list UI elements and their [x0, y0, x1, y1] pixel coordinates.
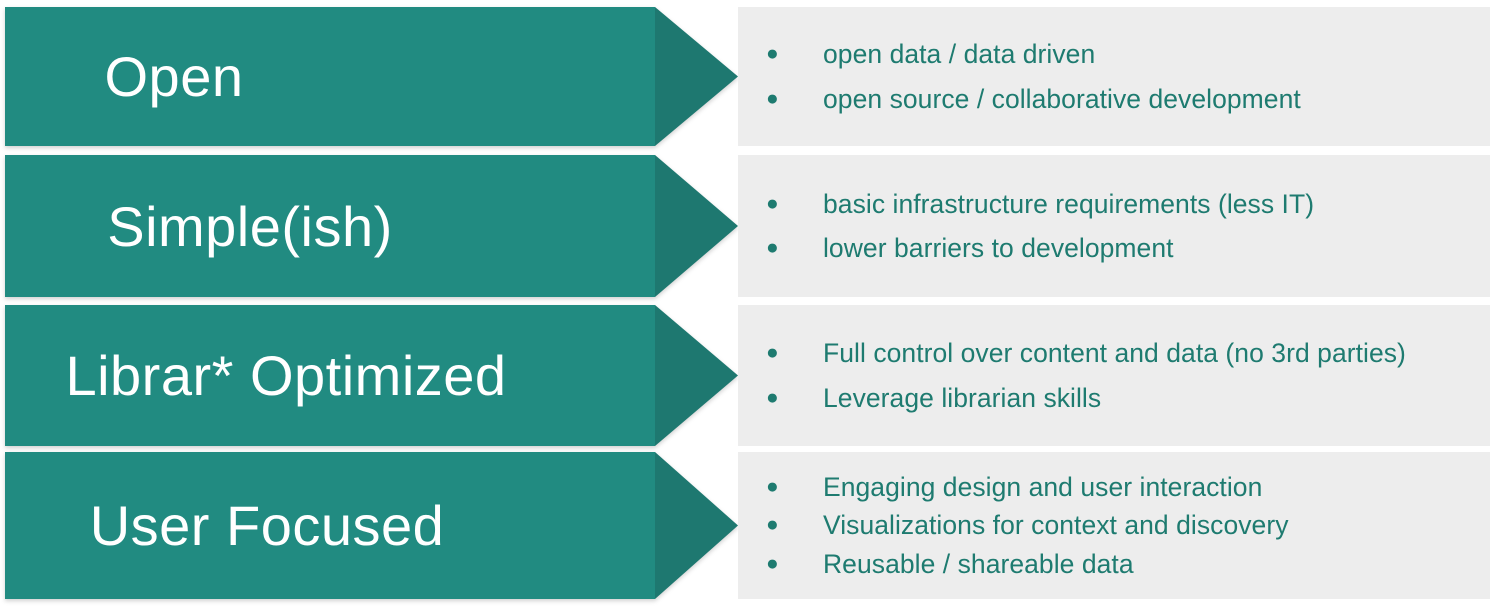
list-item-text: open data / data driven [823, 39, 1096, 69]
arrow-banner-body [5, 305, 655, 446]
list-item: ● Leverage librarian skills [766, 382, 1490, 413]
list-item: ● lower barriers to development [766, 235, 1490, 262]
list-item-text: basic infrastructure requirements (less … [823, 188, 1315, 219]
list-item-text: Visualizations for context and discovery [823, 510, 1289, 541]
arrow-head-icon [655, 305, 738, 446]
principle-row-simpleish: Simple(ish) ● basic infrastructure requi… [0, 155, 1503, 297]
principle-row-open: Open ● open data / data driven ● open so… [0, 7, 1503, 146]
arrow-banner-body [5, 452, 655, 599]
arrow-head-icon [655, 7, 738, 146]
list-item: ● basic infrastructure requirements (les… [766, 188, 1490, 219]
arrow-banner-body [5, 7, 655, 146]
arrow-head-icon [655, 452, 738, 599]
list-item: ● Full control over content and data (no… [766, 340, 1490, 367]
list-item: ● Engaging design and user interaction [766, 474, 1490, 501]
list-item-text: Reusable / shareable data [823, 548, 1134, 579]
list-item: ● open data / data driven [766, 41, 1490, 68]
arrow-banner-user-focused: User Focused [5, 452, 738, 599]
bullet-panel-open: ● open data / data driven ● open source … [738, 7, 1490, 146]
list-item-text: Full control over content and data (no 3… [823, 338, 1406, 368]
principle-row-user-focused: User Focused ● Engaging design and user … [0, 452, 1503, 599]
arrow-head-icon [655, 155, 738, 297]
bullet-dot-icon: ● [766, 341, 779, 364]
bullet-dot-icon: ● [766, 474, 779, 498]
arrow-banner-open: Open [5, 7, 738, 146]
principle-row-librar-optimized: Librar* Optimized ● Full control over co… [0, 305, 1503, 446]
list-item: ● Reusable / shareable data [766, 551, 1490, 578]
bullet-dot-icon: ● [766, 86, 779, 110]
arrow-banner-librar-optimized: Librar* Optimized [5, 305, 738, 446]
bullet-dot-icon: ● [766, 42, 779, 65]
bullet-panel-user-focused: ● Engaging design and user interaction ●… [738, 452, 1490, 599]
bullet-dot-icon: ● [766, 513, 779, 537]
arrow-banner-simpleish: Simple(ish) [5, 155, 738, 297]
bullet-dot-icon: ● [766, 236, 779, 259]
bullet-dot-icon: ● [766, 385, 779, 409]
arrow-banner-body [5, 155, 655, 297]
list-item-text: open source / collaborative development [823, 83, 1301, 114]
bullet-panel-simpleish: ● basic infrastructure requirements (les… [738, 155, 1490, 297]
list-item-text: Engaging design and user interaction [823, 471, 1263, 502]
list-item-text: lower barriers to development [823, 233, 1174, 263]
bullet-dot-icon: ● [766, 191, 779, 215]
list-item: ● open source / collaborative developmen… [766, 83, 1490, 114]
bullet-dot-icon: ● [766, 551, 779, 575]
bullet-panel-librar-optimized: ● Full control over content and data (no… [738, 305, 1490, 446]
list-item-text: Leverage librarian skills [823, 382, 1102, 413]
list-item: ● Visualizations for context and discove… [766, 512, 1490, 539]
